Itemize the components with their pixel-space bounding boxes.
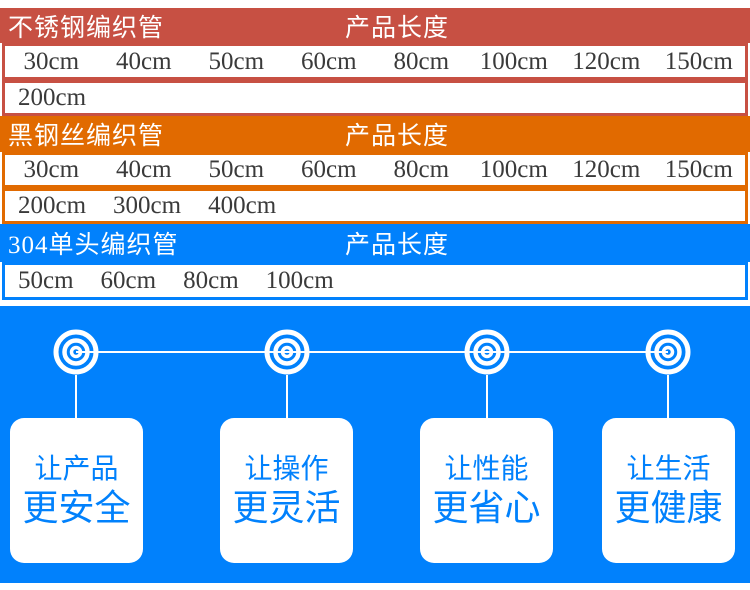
feature-line1: 让生活: [626, 453, 711, 485]
feature-line2: 更安全: [22, 486, 131, 528]
bottom-margin: [0, 583, 750, 590]
size-cell: 40cm: [115, 156, 172, 183]
connector-line: [486, 375, 488, 419]
feature-line2: 更健康: [614, 486, 723, 528]
feature-line1: 让性能: [444, 453, 529, 485]
size-row: 30cm 40cm 50cm 60cm 80cm 100cm 120cm 150…: [2, 152, 748, 188]
feature-card-safety: 让产品 更安全: [10, 418, 143, 563]
feature-card-health: 让生活 更健康: [602, 418, 735, 563]
product-length-label: 产品长度: [345, 14, 450, 42]
size-cell: 80cm: [183, 267, 239, 294]
size-cell: 80cm: [393, 156, 450, 183]
section-gap: [0, 300, 750, 306]
feature-diagram: 让产品 更安全 让操作 更灵活 让性能 更省心 让生活 更健康: [0, 306, 750, 583]
size-cell: 60cm: [300, 156, 357, 183]
size-row: 200cm: [2, 80, 748, 116]
feature-card-flexible: 让操作 更灵活: [220, 418, 353, 563]
connector-line: [286, 375, 288, 419]
size-cell: 60cm: [100, 267, 157, 294]
size-row: 50cm 60cm 80cm 100cm: [2, 262, 748, 300]
size-row: 30cm 40cm 50cm 60cm 80cm 100cm 120cm 150…: [2, 43, 748, 80]
top-margin: [0, 0, 750, 8]
product-length-label: 产品长度: [345, 232, 450, 259]
size-cell: 150cm: [664, 47, 733, 75]
feature-line2: 更灵活: [232, 486, 341, 528]
size-cell: 120cm: [572, 47, 641, 75]
size-cell: 30cm: [23, 47, 80, 75]
feature-line1: 让产品: [34, 453, 119, 485]
section-title: 不锈钢编织管: [8, 14, 165, 42]
size-cell: 50cm: [18, 267, 74, 294]
section-title: 黑钢丝编织管: [8, 123, 165, 150]
section-header-stainless: 不锈钢编织管 产品长度: [0, 8, 750, 43]
connector-line: [75, 375, 77, 419]
section-header-black-wire: 黑钢丝编织管 产品长度: [0, 116, 750, 152]
timeline-line: [76, 351, 668, 353]
section-title: 304单头编织管: [8, 232, 179, 259]
target-icon: [645, 329, 691, 375]
size-cell: 100cm: [479, 47, 548, 75]
size-cell: 80cm: [393, 47, 450, 75]
size-cell: 50cm: [208, 156, 265, 183]
size-cell: 100cm: [479, 156, 548, 183]
size-cell: 50cm: [208, 47, 265, 75]
section-header-304: 304单头编织管 产品长度: [0, 224, 750, 262]
size-cell: 200cm: [18, 84, 87, 111]
target-icon: [264, 329, 310, 375]
size-cell: 120cm: [572, 156, 641, 183]
connector-line: [667, 375, 669, 419]
size-cell: 30cm: [23, 156, 80, 183]
size-cell: 150cm: [664, 156, 733, 183]
size-cell: 300cm: [113, 192, 182, 219]
size-cell: 40cm: [115, 47, 172, 75]
feature-line2: 更省心: [432, 486, 541, 528]
size-row: 200cm 300cm 400cm: [2, 188, 748, 224]
target-icon: [464, 329, 510, 375]
feature-line1: 让操作: [244, 453, 329, 485]
size-cell: 400cm: [208, 192, 277, 219]
target-icon: [53, 329, 99, 375]
size-cell: 60cm: [300, 47, 357, 75]
size-cell: 100cm: [265, 267, 334, 294]
feature-card-performance: 让性能 更省心: [420, 418, 553, 563]
product-length-label: 产品长度: [345, 123, 450, 150]
size-cell: 200cm: [18, 192, 87, 219]
